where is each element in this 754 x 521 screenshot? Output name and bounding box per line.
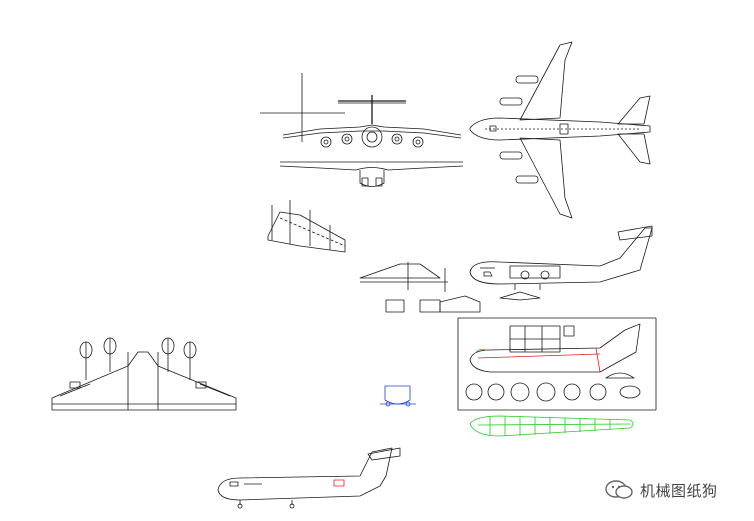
fuselage-frame-sheet <box>457 317 657 411</box>
wechat-icon <box>605 480 633 499</box>
aircraft-side-view <box>469 225 653 290</box>
watermark-text: 机械图纸狗 <box>640 481 718 500</box>
aircraft-top-view <box>469 41 651 219</box>
aircraft-front-view <box>260 73 464 187</box>
watermark: 机械图纸狗 <box>604 478 718 502</box>
wing-planform-view <box>51 337 237 411</box>
fuselage-structure-green <box>469 415 634 437</box>
aircraft-side-view-bottom <box>217 447 401 509</box>
wing-section-view <box>267 200 346 253</box>
landing-gear-detail <box>380 385 416 407</box>
tail-detail-view <box>359 262 541 313</box>
